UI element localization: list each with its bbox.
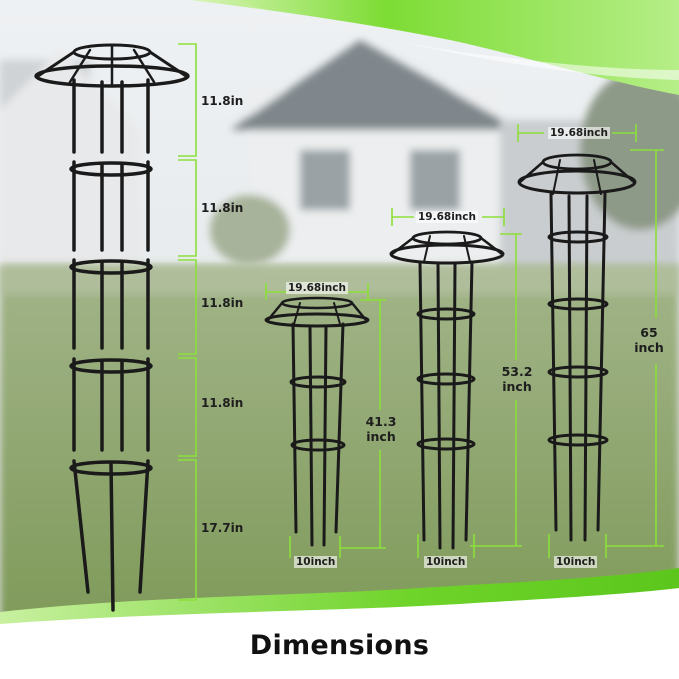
tall-top-width: 19.68inch <box>548 127 610 139</box>
medium-top-width: 19.68inch <box>416 211 478 223</box>
medium-base-width: 10inch <box>424 556 468 568</box>
exploded-tower <box>34 43 190 612</box>
segment-height-5: 17.7in <box>201 521 244 535</box>
segment-height-4: 11.8in <box>201 396 244 410</box>
segment-height-3: 11.8in <box>201 296 244 310</box>
tall-tower <box>517 153 637 542</box>
medium-height: 53.2 inch <box>501 364 533 394</box>
tall-base-width: 10inch <box>554 556 598 568</box>
medium-tower <box>389 230 505 550</box>
top-green-wave <box>190 0 679 95</box>
tall-height: 65 inch <box>634 325 664 355</box>
page-title: Dimensions <box>249 630 430 661</box>
short-top-width: 19.68inch <box>286 282 348 294</box>
short-height: 41.3 inch <box>365 414 397 444</box>
short-tower <box>264 296 370 547</box>
segment-height-2: 11.8in <box>201 201 244 215</box>
segment-brackets <box>178 43 197 601</box>
dimension-lines <box>265 124 664 558</box>
short-base-width: 10inch <box>294 556 338 568</box>
segment-height-1: 11.8in <box>201 94 244 108</box>
